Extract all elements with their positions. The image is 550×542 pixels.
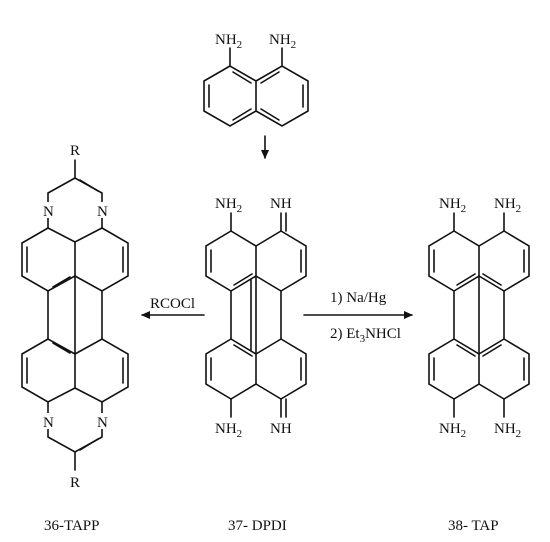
dpdi-nh2-bottom: NH2: [215, 421, 242, 440]
tapp-r-bottom: R: [70, 475, 80, 491]
reagent-right-step2: 2) Et3NHCl: [330, 326, 401, 345]
dpdi-nh-top: NH: [270, 196, 292, 212]
tapp-n-1: N: [43, 204, 54, 220]
tapp-n-4: N: [97, 415, 108, 431]
reagent-right-step1: 1) Na/Hg: [330, 290, 387, 306]
caption-dpdi: 37- DPDI: [228, 518, 287, 534]
start-nh2-right: NH2: [269, 32, 296, 51]
tap-nh2-top-right: NH2: [494, 196, 521, 215]
tap-structure: NH2 NH2 NH2 NH2: [428, 196, 530, 440]
reagent-left: RCOCl: [150, 296, 195, 312]
tapp-structure: N N N N R R: [21, 143, 129, 491]
dpdi-nh-bottom: NH: [270, 421, 292, 437]
diaminonaphthalene-structure: NH2 NH2: [203, 32, 309, 127]
dpdi-nh2-top: NH2: [215, 196, 242, 215]
tap-nh2-bottom-right: NH2: [494, 421, 521, 440]
caption-tap: 38- TAP: [448, 518, 499, 534]
naphthalene-left-ring: [203, 65, 257, 127]
caption-tapp: 36-TAPP: [44, 518, 99, 534]
tap-nh2-top-left: NH2: [439, 196, 466, 215]
naphthalene-right-ring: [255, 65, 309, 127]
tap-nh2-bottom-left: NH2: [439, 421, 466, 440]
dpdi-structure: NH2 NH NH2 NH: [205, 196, 307, 440]
tapp-n-3: N: [43, 415, 54, 431]
tapp-r-top: R: [70, 143, 80, 159]
start-nh2-left: NH2: [215, 32, 242, 51]
tapp-n-2: N: [97, 204, 108, 220]
